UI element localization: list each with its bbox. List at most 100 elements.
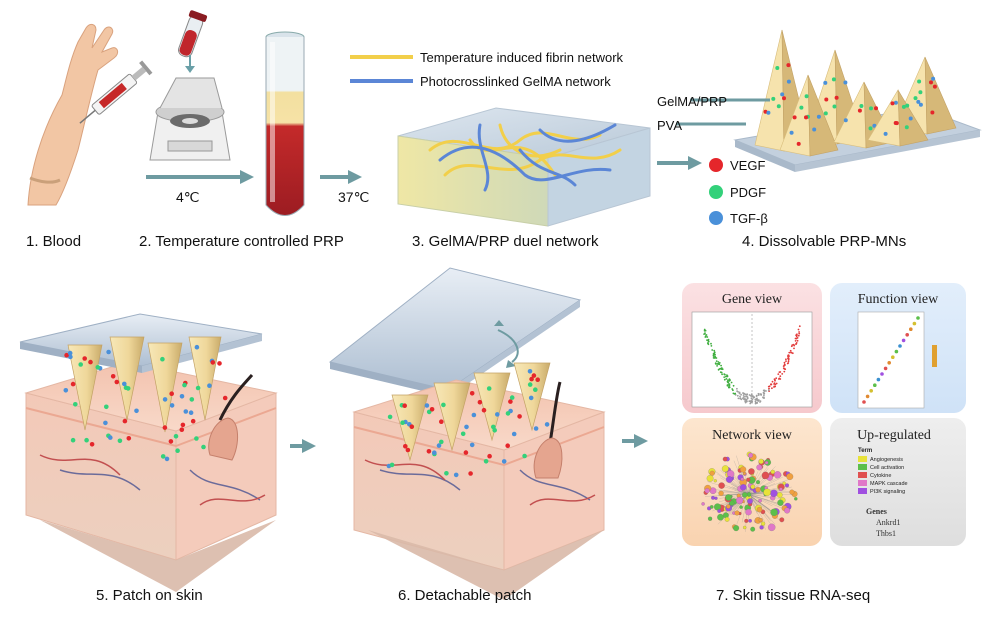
network-node xyxy=(785,484,789,488)
volcano-point xyxy=(785,360,787,362)
arrow-to-factors-head xyxy=(688,156,702,170)
volcano-point xyxy=(705,336,707,338)
released-factor-dot xyxy=(64,388,69,393)
term-swatch xyxy=(858,464,867,470)
growth-factor-dot xyxy=(780,92,784,96)
enrichment-point xyxy=(909,327,913,331)
network-node xyxy=(714,479,717,482)
volcano-point xyxy=(742,392,744,394)
released-factor-dot xyxy=(444,471,449,476)
growth-factor-legend: VEGF PDGF TGF-β xyxy=(709,158,768,226)
released-factor-dot xyxy=(506,411,511,416)
volcano-point xyxy=(756,398,758,400)
released-factor-dot xyxy=(223,396,228,401)
growth-factor-dot xyxy=(914,96,918,100)
volcano-point xyxy=(731,382,733,384)
released-factor-dot xyxy=(82,356,87,361)
network-node xyxy=(759,518,763,522)
gene-view-title: Gene view xyxy=(722,292,783,307)
volcano-point xyxy=(723,376,725,378)
network-node xyxy=(751,485,755,489)
growth-factor-dot xyxy=(843,81,847,85)
released-factor-dot xyxy=(71,382,76,387)
network-node xyxy=(755,487,760,492)
volcano-point xyxy=(704,329,706,331)
microneedle-cone-shade xyxy=(925,57,956,134)
released-factor-dot xyxy=(78,362,83,367)
growth-factor-dot xyxy=(894,101,898,105)
volcano-point xyxy=(750,395,752,397)
released-factor-dot xyxy=(410,424,415,429)
released-factor-dot xyxy=(468,471,473,476)
microneedle-patch-illustration xyxy=(735,30,980,172)
volcano-point xyxy=(758,393,760,395)
network-node xyxy=(764,489,771,496)
volcano-point xyxy=(776,383,778,385)
network-node xyxy=(705,488,710,493)
volcano-point xyxy=(785,358,787,360)
volcano-point xyxy=(720,371,722,373)
volcano-point xyxy=(719,368,721,370)
network-node xyxy=(756,480,760,484)
released-factor-dot xyxy=(464,450,469,455)
tgf-beta-dot xyxy=(709,211,723,225)
volcano-point xyxy=(753,397,755,399)
released-factor-dot xyxy=(478,400,483,405)
enrichment-point xyxy=(880,372,884,376)
gene-view-panel: Gene view xyxy=(682,283,822,413)
released-factor-dot xyxy=(439,440,444,445)
released-factor-dot xyxy=(505,443,510,448)
growth-factor-dot xyxy=(891,101,895,105)
network-node xyxy=(794,497,797,500)
volcano-point xyxy=(763,397,765,399)
network-node xyxy=(777,492,782,497)
released-factor-dot xyxy=(441,403,446,408)
released-factor-dot xyxy=(88,360,93,365)
volcano-point xyxy=(742,397,744,399)
released-factor-dot xyxy=(194,436,199,441)
network-node xyxy=(765,461,768,464)
volcano-point xyxy=(774,386,776,388)
upregulated-title: Up-regulated xyxy=(857,428,931,443)
volcano-point xyxy=(752,395,754,397)
growth-factor-dot xyxy=(771,97,775,101)
volcano-point xyxy=(787,357,789,359)
gene-2: Thbs1 xyxy=(876,529,896,538)
enrichment-point xyxy=(913,322,917,326)
vegf-dot xyxy=(709,158,723,172)
network-node xyxy=(719,491,724,496)
volcano-point xyxy=(772,381,774,383)
network-node xyxy=(780,518,785,523)
growth-factor-dot xyxy=(884,132,888,136)
volcano-point xyxy=(726,374,728,376)
released-factor-dot xyxy=(163,397,168,402)
network-node xyxy=(717,514,723,520)
growth-factor-dot xyxy=(804,115,808,119)
released-factor-dot xyxy=(126,386,131,391)
volcano-point xyxy=(756,399,758,401)
released-factor-dot xyxy=(175,448,180,453)
released-factor-dot xyxy=(170,403,175,408)
network-node xyxy=(759,459,764,464)
pdgf-label: PDGF xyxy=(730,185,766,200)
released-factor-dot xyxy=(182,383,187,388)
enrichment-point xyxy=(862,400,866,404)
network-node xyxy=(740,467,746,473)
volcano-point xyxy=(746,395,748,397)
volcano-point xyxy=(738,398,740,400)
released-factor-dot xyxy=(103,421,108,426)
released-factor-dot xyxy=(545,422,550,427)
volcano-point xyxy=(771,387,773,389)
pva-label: PVA xyxy=(657,118,682,133)
released-factor-dot xyxy=(522,454,527,459)
released-factor-dot xyxy=(470,391,475,396)
volcano-point xyxy=(728,383,730,385)
released-factor-dot xyxy=(90,442,95,447)
network-node xyxy=(743,526,746,529)
term-label: PI3K signaling xyxy=(870,489,905,495)
enrichment-point xyxy=(916,316,920,320)
term-label: Cell activation xyxy=(870,465,904,471)
released-factor-dot xyxy=(68,351,73,356)
released-factor-dot xyxy=(472,413,477,418)
